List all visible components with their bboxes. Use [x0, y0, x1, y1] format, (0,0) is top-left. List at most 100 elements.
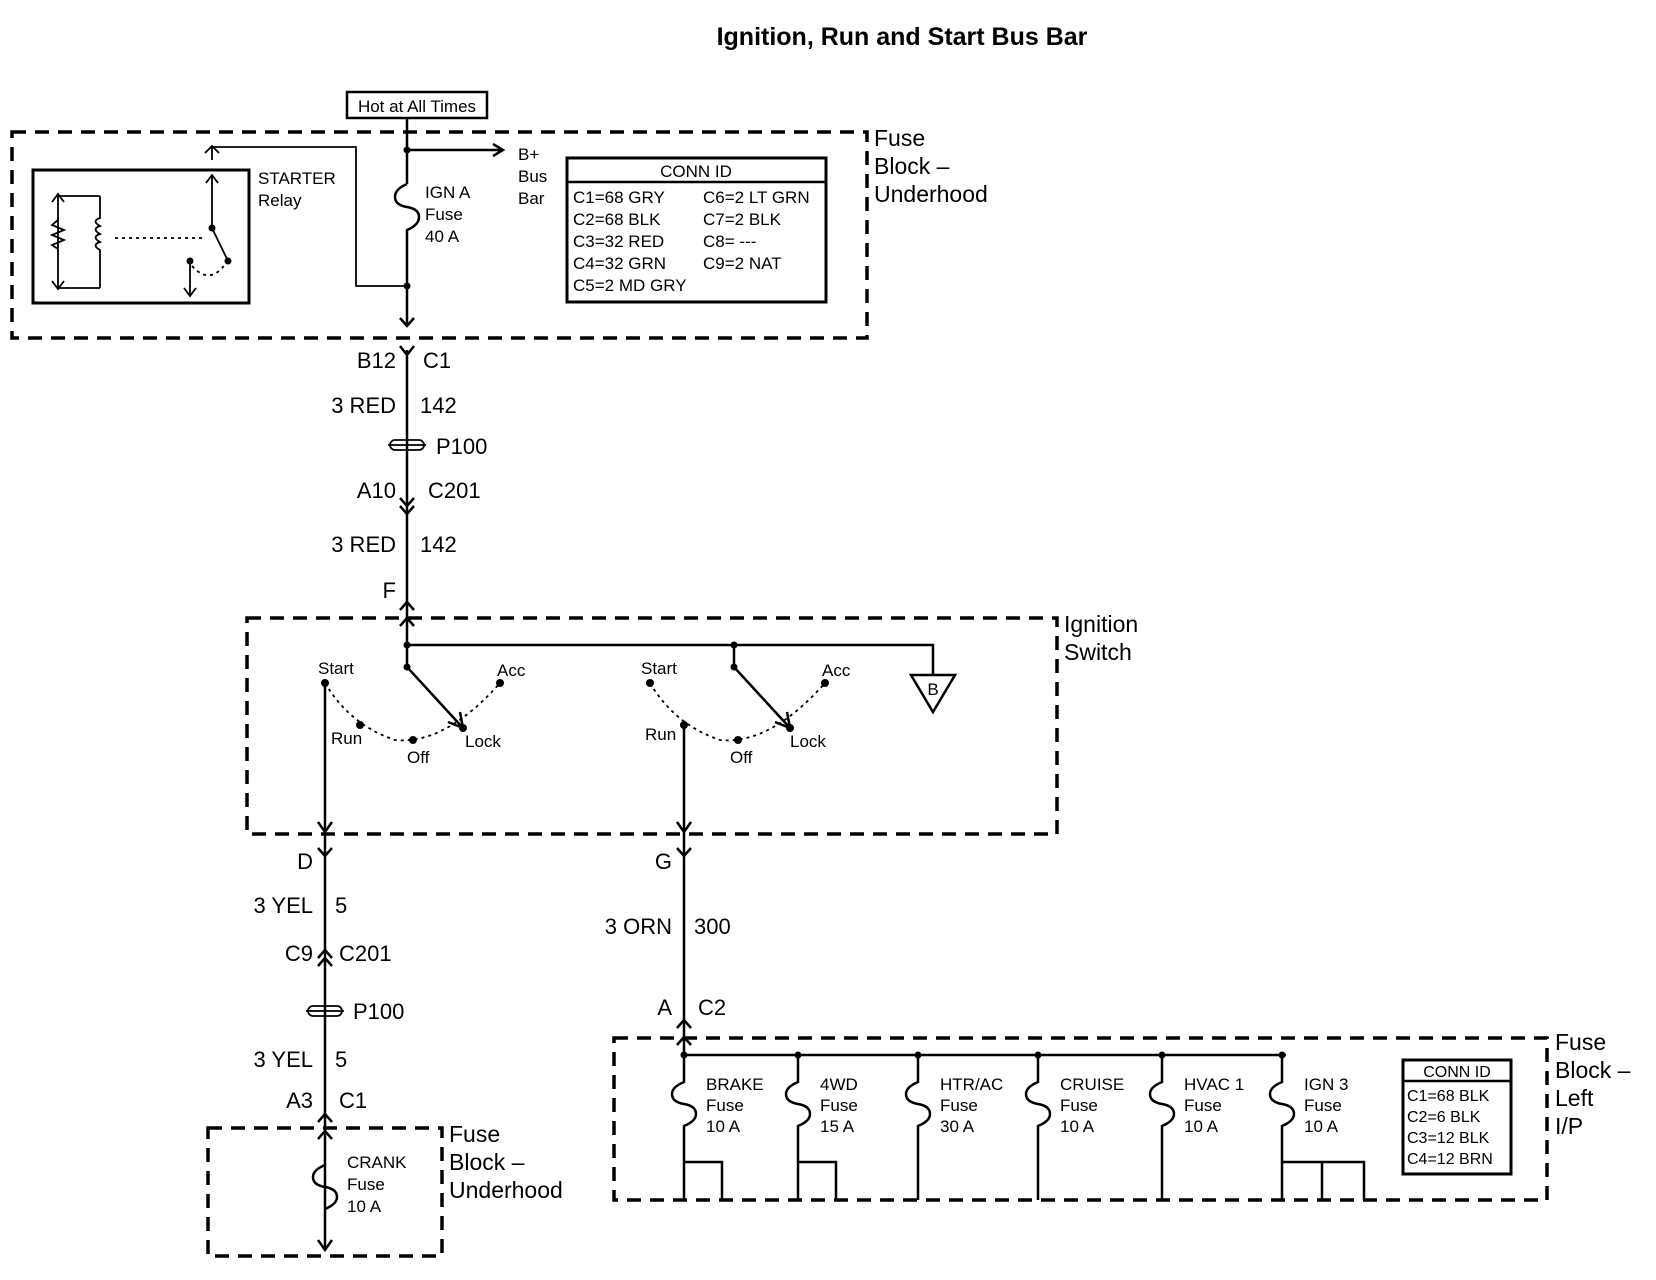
connector-c1: C1 [423, 348, 451, 373]
svg-text:Block –: Block – [874, 153, 950, 179]
fuse-block-left-ip-name: Fuse Block – Left I/P [1555, 1029, 1631, 1139]
left-start-label: Start [318, 659, 354, 678]
ignition-switch-box [245, 616, 1059, 836]
fuse-label: BRAKE [706, 1075, 764, 1094]
svg-text:C7=2 BLK: C7=2 BLK [703, 210, 782, 229]
wire-color-3-yel-1: 3 YEL [253, 893, 313, 918]
connector-c201-lower: C201 [339, 941, 392, 966]
right-start-label: Start [641, 659, 677, 678]
connector-c1-lower: C1 [339, 1088, 367, 1113]
svg-text:C3=12 BLK: C3=12 BLK [1407, 1130, 1490, 1147]
svg-text:Ignition: Ignition [1064, 611, 1138, 637]
fuse-label: HTR/AC [940, 1075, 1003, 1094]
fuse-label: Fuse [940, 1096, 978, 1115]
wire-circuit-5-1: 5 [335, 893, 347, 918]
fuse-block-underhood-top [10, 130, 869, 340]
svg-text:Fuse: Fuse [874, 125, 925, 151]
pin-g-connector-icon [676, 847, 692, 858]
svg-text:Fuse: Fuse [347, 1175, 385, 1194]
ground-ref-b: B [927, 680, 938, 699]
svg-text:C2=68 BLK: C2=68 BLK [573, 210, 661, 229]
svg-text:C2=6 BLK: C2=6 BLK [1407, 1109, 1481, 1126]
starter-relay-label: STARTER Relay [258, 169, 336, 210]
svg-text:IGN A: IGN A [425, 183, 471, 202]
fuse-icon [1024, 1055, 1052, 1200]
wire-color-3-red-1: 3 RED [331, 393, 396, 418]
crank-fuse-icon [311, 1163, 339, 1211]
conn-id-bottom-rows: C1=68 BLK C2=6 BLK C3=12 BLK C4=12 BRN [1407, 1088, 1493, 1168]
fuse-block-underhood-bottom [206, 1126, 444, 1258]
svg-text:C8= ---: C8= --- [703, 232, 756, 251]
svg-text:C4=12 BRN: C4=12 BRN [1407, 1151, 1493, 1168]
svg-text:CRANK: CRANK [347, 1153, 407, 1172]
fuse-block-underhood-bottom-name: Fuse Block – Underhood [449, 1121, 563, 1203]
right-off-label: Off [730, 748, 753, 767]
fuse-label: 4WD [820, 1075, 858, 1094]
fuse-label: HVAC 1 [1184, 1075, 1244, 1094]
ground-ref-triangle-icon [908, 673, 958, 715]
svg-text:C4=32 GRN: C4=32 GRN [573, 254, 666, 273]
svg-text:Block –: Block – [449, 1149, 525, 1175]
diagram-title: Ignition, Run and Start Bus Bar [717, 23, 1088, 51]
svg-text:C3=32 RED: C3=32 RED [573, 232, 664, 251]
fuse-label: Fuse [706, 1096, 744, 1115]
fuse-block-left-ip [612, 1036, 1549, 1202]
pin-b12: B12 [357, 348, 396, 373]
hot-at-all-times-label: Hot at All Times [358, 97, 476, 116]
svg-text:C9=2 NAT: C9=2 NAT [703, 254, 782, 273]
fuse-label: Fuse [1060, 1096, 1098, 1115]
fuse-label: 10 A [1060, 1117, 1095, 1136]
crank-fuse-arrow-icon [316, 1239, 334, 1253]
wire-color-3-yel-2: 3 YEL [253, 1047, 313, 1072]
ignition-switch-name: Ignition Switch [1064, 611, 1138, 665]
svg-text:Fuse: Fuse [425, 205, 463, 224]
pin-d-connector-icon [317, 847, 333, 858]
fuse-icon [1268, 1055, 1366, 1200]
svg-text:Underhood: Underhood [874, 181, 988, 207]
pin-a10: A10 [357, 478, 396, 503]
fuse-icon [670, 1055, 724, 1200]
splice-p100-label: P100 [436, 434, 487, 459]
starter-relay-switch-icon [183, 144, 407, 298]
splice-p100-icon [388, 439, 426, 451]
pin-c9: C9 [285, 941, 313, 966]
fuse-label: 15 A [820, 1117, 855, 1136]
svg-text:I/P: I/P [1555, 1113, 1583, 1139]
svg-text:Bus: Bus [518, 167, 547, 186]
hot-at-all-times-box [345, 90, 489, 120]
starter-relay-box [31, 168, 251, 305]
connector-c201-lower-icon [317, 948, 333, 967]
left-ip-fuse-3: CRUISE Fuse 10 A [1024, 1051, 1124, 1200]
svg-text:Underhood: Underhood [449, 1177, 563, 1203]
conn-id-top-left-column: C1=68 GRY C2=68 BLK C3=32 RED C4=32 GRN … [573, 188, 687, 295]
starter-relay-coil-icon [49, 192, 205, 291]
ign-a-fuse-label: IGN A Fuse 40 A [425, 183, 471, 246]
pin-a: A [657, 995, 672, 1020]
connector-c201-upper: C201 [428, 478, 481, 503]
wire-color-3-red-2: 3 RED [331, 532, 396, 557]
right-run-label: Run [645, 725, 676, 744]
svg-text:Switch: Switch [1064, 639, 1132, 665]
fuse-label: Fuse [1304, 1096, 1342, 1115]
svg-text:C6=2 LT GRN: C6=2 LT GRN [703, 188, 810, 207]
wire-circuit-5-2: 5 [335, 1047, 347, 1072]
svg-text:C1=68 BLK: C1=68 BLK [1407, 1088, 1490, 1105]
left-run-label: Run [331, 729, 362, 748]
fuse-label: IGN 3 [1304, 1075, 1348, 1094]
left-ip-fuse-5: IGN 3 Fuse 10 A [1268, 1051, 1366, 1200]
ignition-switch-bus [405, 605, 935, 675]
crank-fuse-label: CRANK Fuse 10 A [347, 1153, 407, 1216]
wire-circuit-300: 300 [694, 914, 731, 939]
left-off-label: Off [407, 748, 430, 767]
svg-text:Block –: Block – [1555, 1057, 1631, 1083]
ign-a-fuse-icon [393, 182, 421, 325]
fuse-block-underhood-top-name: Fuse Block – Underhood [874, 125, 988, 207]
fuse-label: 10 A [1184, 1117, 1219, 1136]
svg-text:10 A: 10 A [347, 1197, 382, 1216]
fuse-label: 10 A [1304, 1117, 1339, 1136]
pin-f: F [383, 578, 396, 603]
fuse-label: CRUISE [1060, 1075, 1124, 1094]
